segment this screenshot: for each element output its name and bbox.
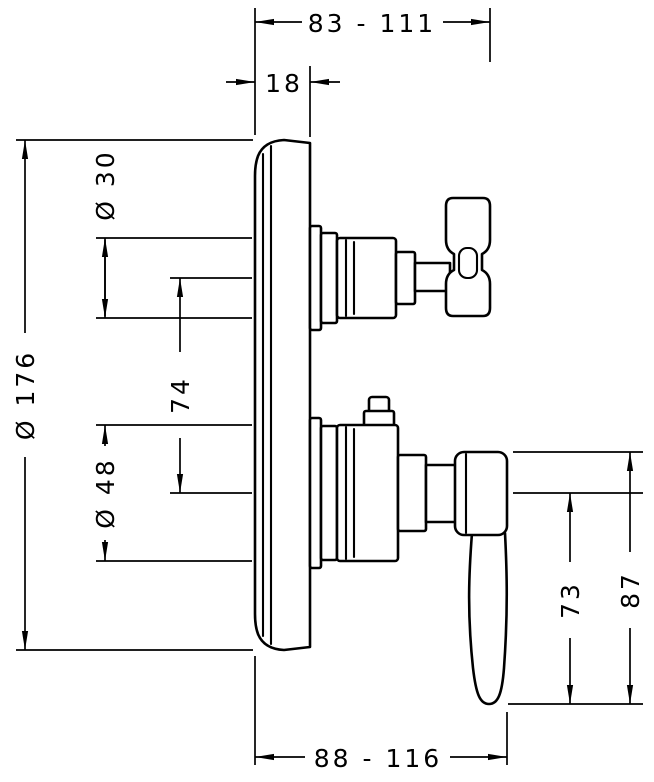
bottom-sleeve-ring xyxy=(319,424,339,562)
top-valve-assembly xyxy=(308,196,492,332)
dimension-lines xyxy=(21,18,634,761)
dim-top-sleeve-diameter-label: Ø 30 xyxy=(91,149,120,220)
dim-lever-overall-length-label: 87 xyxy=(616,571,645,609)
dim-plate-diameter-label: Ø 176 xyxy=(11,350,40,440)
bottom-valve-assembly xyxy=(308,395,509,706)
bottom-sleeve-cap xyxy=(396,453,428,533)
dim-valve-center-distance-label: 74 xyxy=(166,376,195,414)
escutcheon-plate xyxy=(253,138,312,652)
cross-handle xyxy=(444,196,492,318)
extension-lines xyxy=(16,8,643,765)
dimension-labels: 83 - 111 18 Ø 176 Ø 30 74 Ø 48 73 87 88 … xyxy=(11,9,645,773)
top-sleeve-ring xyxy=(319,231,339,325)
dim-lever-pivot-length-label: 73 xyxy=(556,581,585,619)
dim-bottom-width-label: 88 - 116 xyxy=(314,744,442,773)
top-handle-stem xyxy=(413,261,452,293)
lever-stem xyxy=(424,463,460,524)
bottom-sleeve-flange xyxy=(308,416,323,570)
cross-handle-front-arm xyxy=(457,246,479,280)
top-sleeve-cap xyxy=(394,250,417,306)
dim-plate-depth-label: 18 xyxy=(265,69,303,98)
lever-arm xyxy=(467,531,509,706)
fixture-drawing xyxy=(253,138,509,706)
lever-hub xyxy=(453,450,509,537)
top-sleeve-flange xyxy=(308,224,323,332)
dim-top-width-label: 83 - 111 xyxy=(308,9,436,38)
dim-bottom-sleeve-diameter-label: Ø 48 xyxy=(91,457,120,528)
